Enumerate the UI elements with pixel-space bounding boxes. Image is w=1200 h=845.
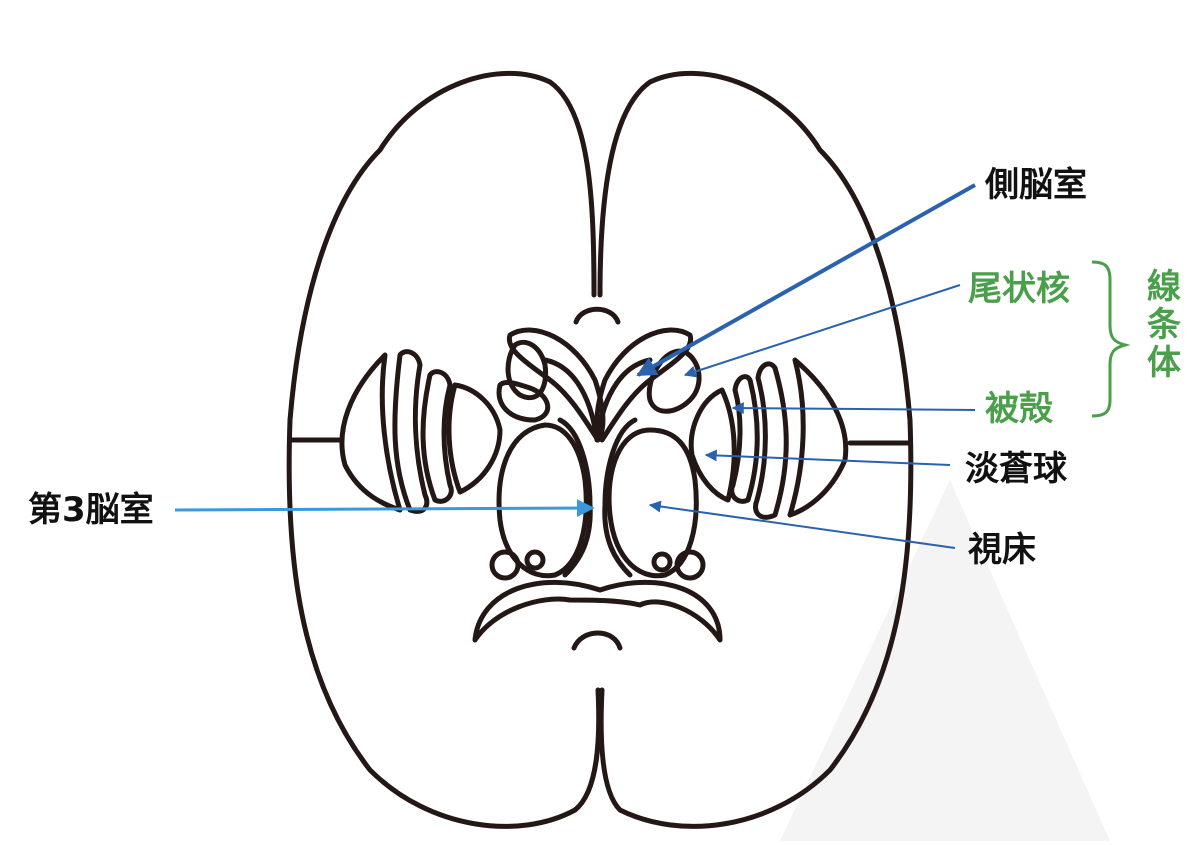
label-thalamus: 視床 — [968, 530, 1036, 570]
left-thalamus — [496, 422, 589, 579]
arrow-globus-pallidus — [704, 449, 951, 466]
arrow-caudate — [683, 284, 961, 378]
right-insula — [787, 357, 849, 518]
right-small-nucleus — [674, 549, 706, 581]
arrow-third-ventricle — [174, 499, 595, 518]
left-claustrum — [392, 349, 430, 514]
arrows — [174, 183, 976, 549]
label-striatum-char-2: 条 — [1147, 305, 1181, 346]
label-third-ventricle: 第3脳室 — [28, 490, 154, 530]
label-globus-pallidus: 淡蒼球 — [965, 449, 1067, 489]
right-claustrum — [753, 361, 789, 520]
left-hemisphere — [286, 70, 602, 829]
left-caudate-lower — [496, 379, 550, 423]
left-pallidus — [446, 382, 503, 495]
label-striatum-char-1: 線 — [1147, 267, 1181, 307]
label-striatum-char-3: 体 — [1147, 343, 1181, 384]
left-insula — [339, 352, 403, 513]
label-putamen: 被殻 — [985, 389, 1053, 429]
hippocampal-arch — [472, 579, 723, 643]
right-hemisphere — [597, 70, 914, 829]
arrow-lateral-ventricle — [636, 183, 976, 377]
left-putamen — [420, 369, 454, 504]
right-ventricle-wing — [594, 327, 694, 443]
arrow-putamen — [731, 402, 976, 415]
brain-outline — [286, 70, 914, 829]
label-caudate-nucleus: 尾状核 — [968, 269, 1070, 309]
striatum-bracket — [1091, 260, 1131, 418]
left-small-nucleus-2 — [524, 549, 546, 571]
right-small-nucleus-2 — [651, 551, 673, 573]
label-lateral-ventricle: 側脳室 — [985, 165, 1087, 205]
right-pallidus — [688, 387, 737, 503]
arrow-thalamus — [648, 500, 956, 549]
watermark-triangle — [780, 480, 1110, 841]
corpus-callosum-arch — [573, 306, 621, 325]
left-small-nucleus — [489, 549, 521, 581]
label-striatum: 線 条 体 — [1144, 268, 1184, 382]
bottom-arch — [571, 630, 623, 651]
septum — [542, 357, 653, 443]
right-thalamus — [606, 427, 699, 579]
